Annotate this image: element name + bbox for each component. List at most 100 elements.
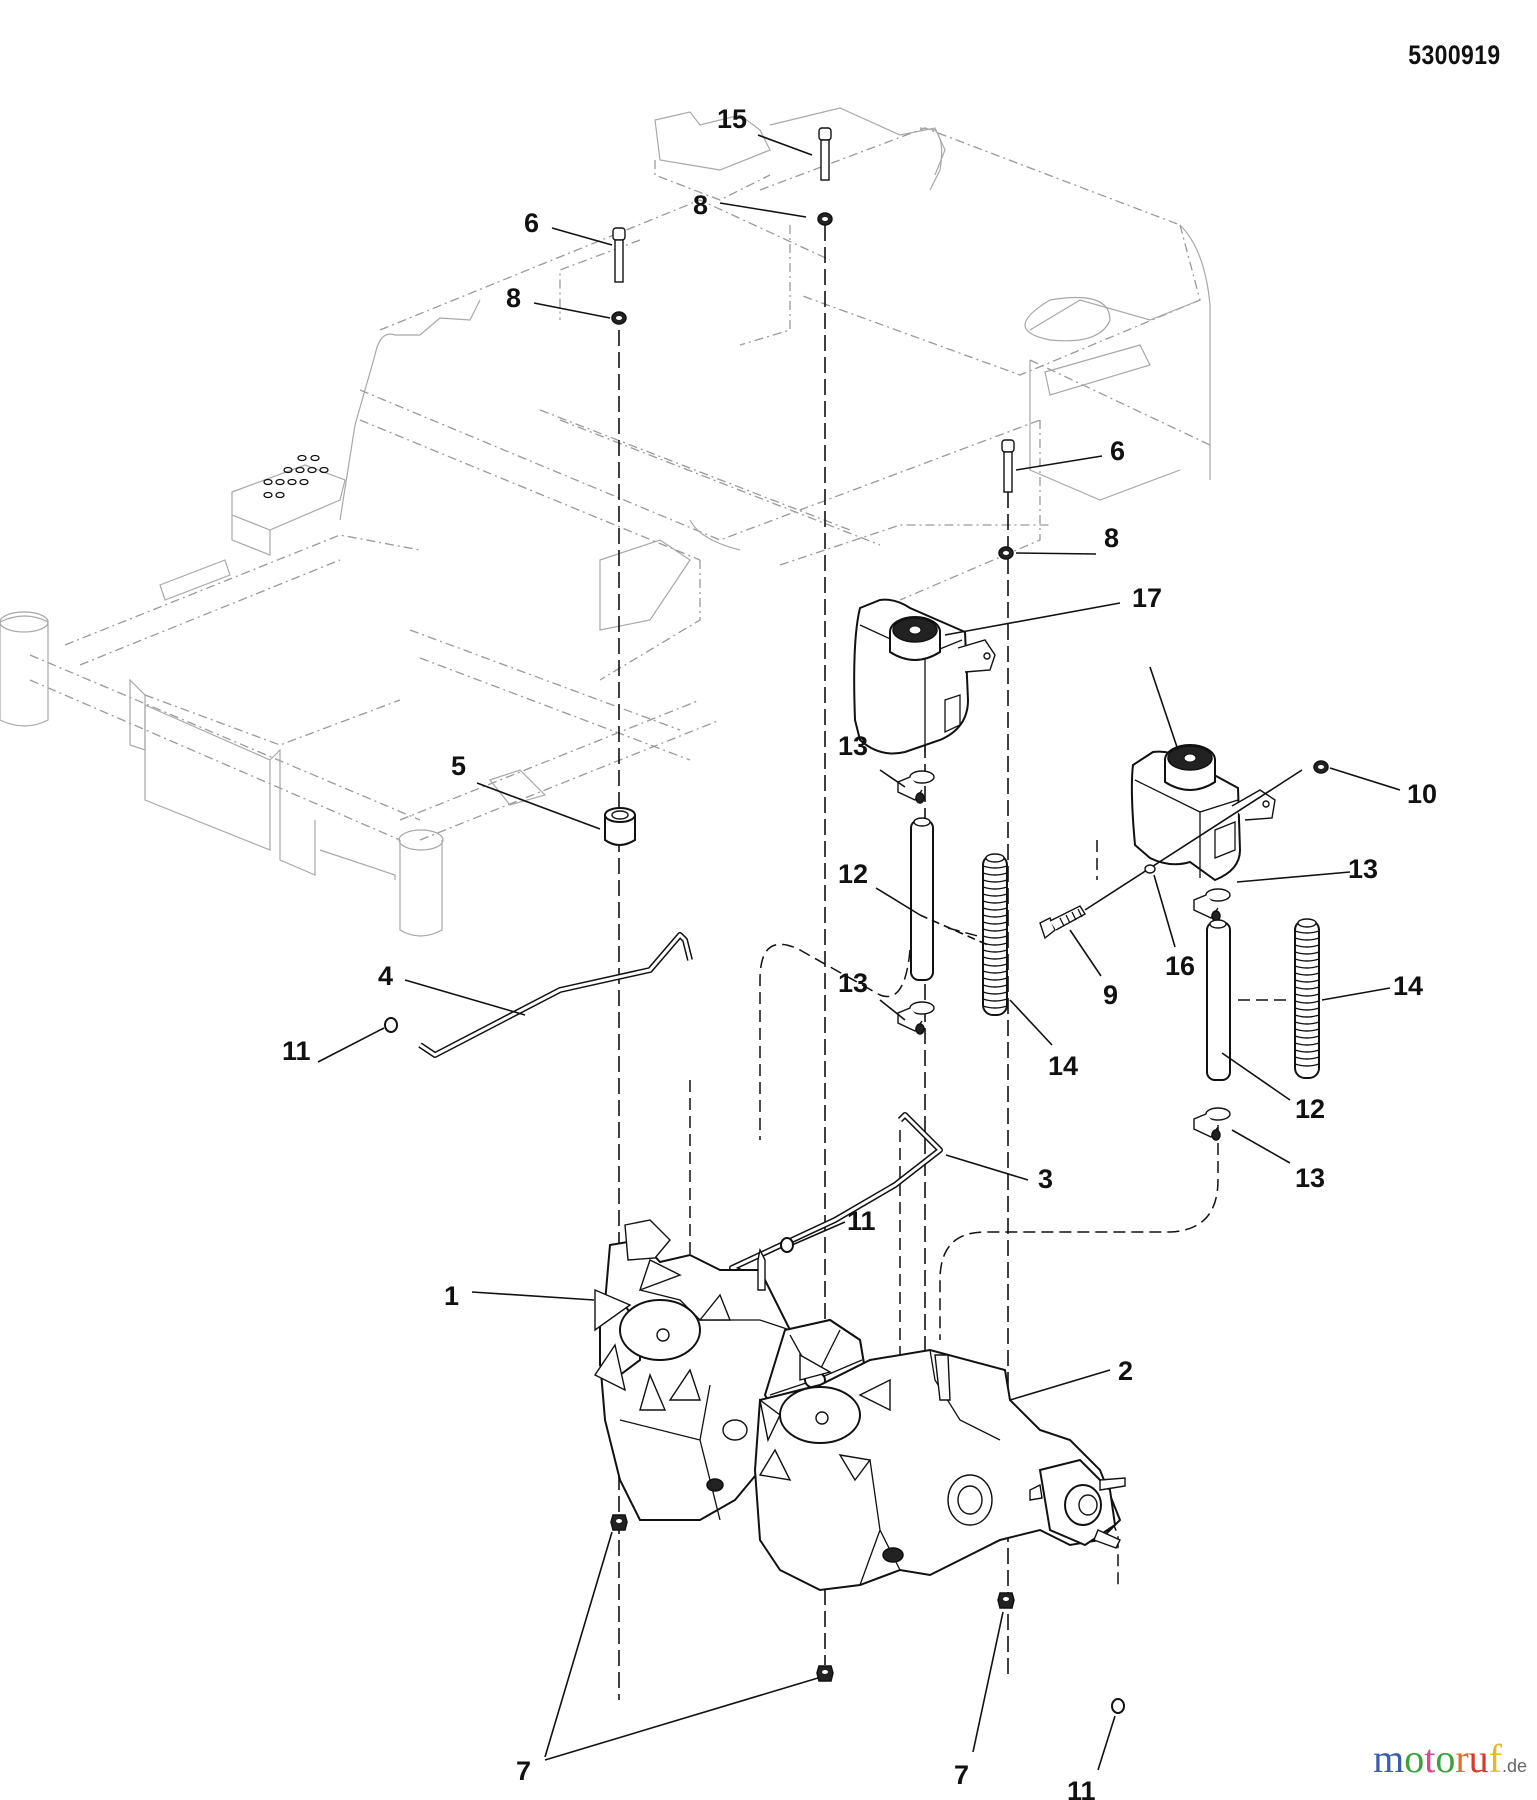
hose-cover-rib bbox=[982, 1005, 1008, 1009]
bolt-15[interactable] bbox=[818, 127, 832, 181]
hose-cover-rib bbox=[1294, 965, 1320, 969]
washer-8-left[interactable] bbox=[611, 311, 627, 325]
watermark-letter: t bbox=[1424, 1736, 1436, 1781]
hose-cover-rib bbox=[982, 984, 1008, 988]
hose-cover-rib bbox=[1294, 1063, 1320, 1067]
hose-12-a[interactable] bbox=[910, 817, 934, 981]
leader-lines bbox=[317, 134, 1401, 1771]
hose-cover-rib bbox=[982, 935, 1008, 939]
oil-reservoir-17-center[interactable] bbox=[853, 598, 996, 755]
watermark-letter: r bbox=[1455, 1736, 1469, 1781]
watermark-letter: o bbox=[1435, 1736, 1456, 1781]
callout-8-top[interactable]: 8 bbox=[693, 190, 708, 220]
oil-reservoir-17-right[interactable] bbox=[1130, 744, 1276, 882]
callout-8-left[interactable]: 8 bbox=[506, 283, 521, 313]
hose-cover-rib bbox=[982, 893, 1008, 897]
hose-cover-rib bbox=[1294, 993, 1320, 997]
callout-16[interactable]: 16 bbox=[1165, 951, 1195, 981]
hose-cover-rib bbox=[982, 865, 1008, 869]
hose-cover-rib bbox=[982, 900, 1008, 904]
hose-cover-rib bbox=[1294, 930, 1320, 934]
callout-11-a[interactable]: 11 bbox=[282, 1036, 311, 1066]
hose-clamp-13-d[interactable] bbox=[1193, 1107, 1231, 1141]
callout-3[interactable]: 3 bbox=[1038, 1164, 1053, 1194]
watermark-suffix: .de bbox=[1501, 1756, 1527, 1776]
callout-2[interactable]: 2 bbox=[1118, 1356, 1133, 1386]
hose-cover-rib bbox=[982, 991, 1008, 995]
watermark-logo: motoruf.de bbox=[1373, 1735, 1527, 1782]
hose-clamp-13-a[interactable] bbox=[897, 770, 935, 804]
control-rod-3[interactable] bbox=[729, 1112, 943, 1278]
hose-cover-rib bbox=[1294, 1028, 1320, 1032]
control-rod-4[interactable] bbox=[418, 932, 693, 1058]
bolt-6-left[interactable] bbox=[612, 227, 626, 283]
hose-cover-14-a[interactable] bbox=[982, 853, 1008, 1016]
callout-11-b[interactable]: 11 bbox=[847, 1206, 876, 1236]
callout-14-b[interactable]: 14 bbox=[1393, 971, 1423, 1001]
callout-13-d[interactable]: 13 bbox=[1295, 1163, 1325, 1193]
hose-cover-rib bbox=[1294, 979, 1320, 983]
callout-5[interactable]: 5 bbox=[451, 751, 466, 781]
callout-8-right[interactable]: 8 bbox=[1104, 523, 1119, 553]
nut-10[interactable] bbox=[1313, 760, 1329, 774]
hose-cover-rib bbox=[1294, 937, 1320, 941]
callout-12-a[interactable]: 12 bbox=[838, 859, 868, 889]
hose-cover-rib bbox=[982, 914, 1008, 918]
spacer-5[interactable] bbox=[604, 807, 636, 846]
watermark-letters: motoruf bbox=[1373, 1736, 1502, 1781]
hose-cover-rib bbox=[1294, 1042, 1320, 1046]
callout-7-a[interactable]: 7 bbox=[516, 1756, 531, 1786]
washer-8-top[interactable] bbox=[817, 212, 833, 226]
callout-17[interactable]: 17 bbox=[1132, 583, 1162, 613]
hose-cover-rib bbox=[982, 970, 1008, 974]
callout-7-b[interactable]: 7 bbox=[954, 1760, 969, 1790]
callout-6-left[interactable]: 6 bbox=[524, 208, 539, 238]
hose-cover-rib bbox=[1294, 951, 1320, 955]
hose-12-b[interactable] bbox=[1206, 919, 1231, 1081]
nut-11-a[interactable] bbox=[384, 1017, 398, 1033]
assembly-axes bbox=[618, 225, 1290, 1700]
callout-9[interactable]: 9 bbox=[1103, 980, 1118, 1010]
watermark-letter: o bbox=[1404, 1736, 1425, 1781]
diagram-id: 5300919 bbox=[1408, 40, 1501, 70]
cooling-fan-right bbox=[758, 1353, 891, 1482]
callout-11-c[interactable]: 11 bbox=[1067, 1776, 1096, 1800]
hose-cover-rib bbox=[982, 879, 1008, 883]
callout-labels: 15 8 6 8 6 8 17 5 13 12 13 14 4 11 10 13… bbox=[282, 104, 1437, 1800]
hose-cover-rib bbox=[982, 963, 1008, 967]
hose-cover-rib bbox=[1294, 1000, 1320, 1004]
callout-10[interactable]: 10 bbox=[1407, 779, 1437, 809]
hose-cover-rib bbox=[1294, 1007, 1320, 1011]
bolt-9[interactable] bbox=[1039, 905, 1086, 940]
hose-cover-rib bbox=[982, 886, 1008, 890]
callout-4[interactable]: 4 bbox=[378, 961, 393, 991]
bolt-6-right[interactable] bbox=[1001, 439, 1015, 493]
nut-7-c[interactable] bbox=[997, 1592, 1015, 1609]
cooling-fan-left bbox=[593, 1259, 732, 1411]
hose-cover-rib bbox=[1294, 1021, 1320, 1025]
nut-7-b[interactable] bbox=[816, 1665, 834, 1682]
hose-cover-rib bbox=[982, 907, 1008, 911]
watermark-letter: f bbox=[1488, 1736, 1502, 1781]
callout-1[interactable]: 1 bbox=[444, 1281, 459, 1311]
hose-clamp-13-b[interactable] bbox=[897, 1001, 935, 1035]
callout-13-b[interactable]: 13 bbox=[838, 968, 868, 998]
callout-13-a[interactable]: 13 bbox=[838, 731, 868, 761]
transaxle-2-right[interactable] bbox=[753, 1348, 1126, 1592]
hose-cover-rib bbox=[1294, 958, 1320, 962]
callout-12-b[interactable]: 12 bbox=[1295, 1094, 1325, 1124]
hose-clamp-13-c[interactable] bbox=[1193, 888, 1231, 922]
nut-7-a[interactable] bbox=[610, 1514, 628, 1531]
callout-15[interactable]: 15 bbox=[717, 104, 747, 134]
callout-14-a[interactable]: 14 bbox=[1048, 1051, 1078, 1081]
nut-11-c[interactable] bbox=[1111, 1698, 1125, 1714]
hose-cover-rib bbox=[1294, 1035, 1320, 1039]
washer-8-right[interactable] bbox=[998, 546, 1014, 560]
washer-16[interactable] bbox=[1144, 864, 1156, 874]
hose-cover-rib bbox=[1294, 944, 1320, 948]
callout-6-right[interactable]: 6 bbox=[1110, 436, 1125, 466]
nut-11-b[interactable] bbox=[780, 1237, 794, 1253]
callout-13-c[interactable]: 13 bbox=[1348, 854, 1378, 884]
hose-cover-14-b[interactable] bbox=[1294, 918, 1320, 1079]
hose-cover-rib bbox=[982, 949, 1008, 953]
